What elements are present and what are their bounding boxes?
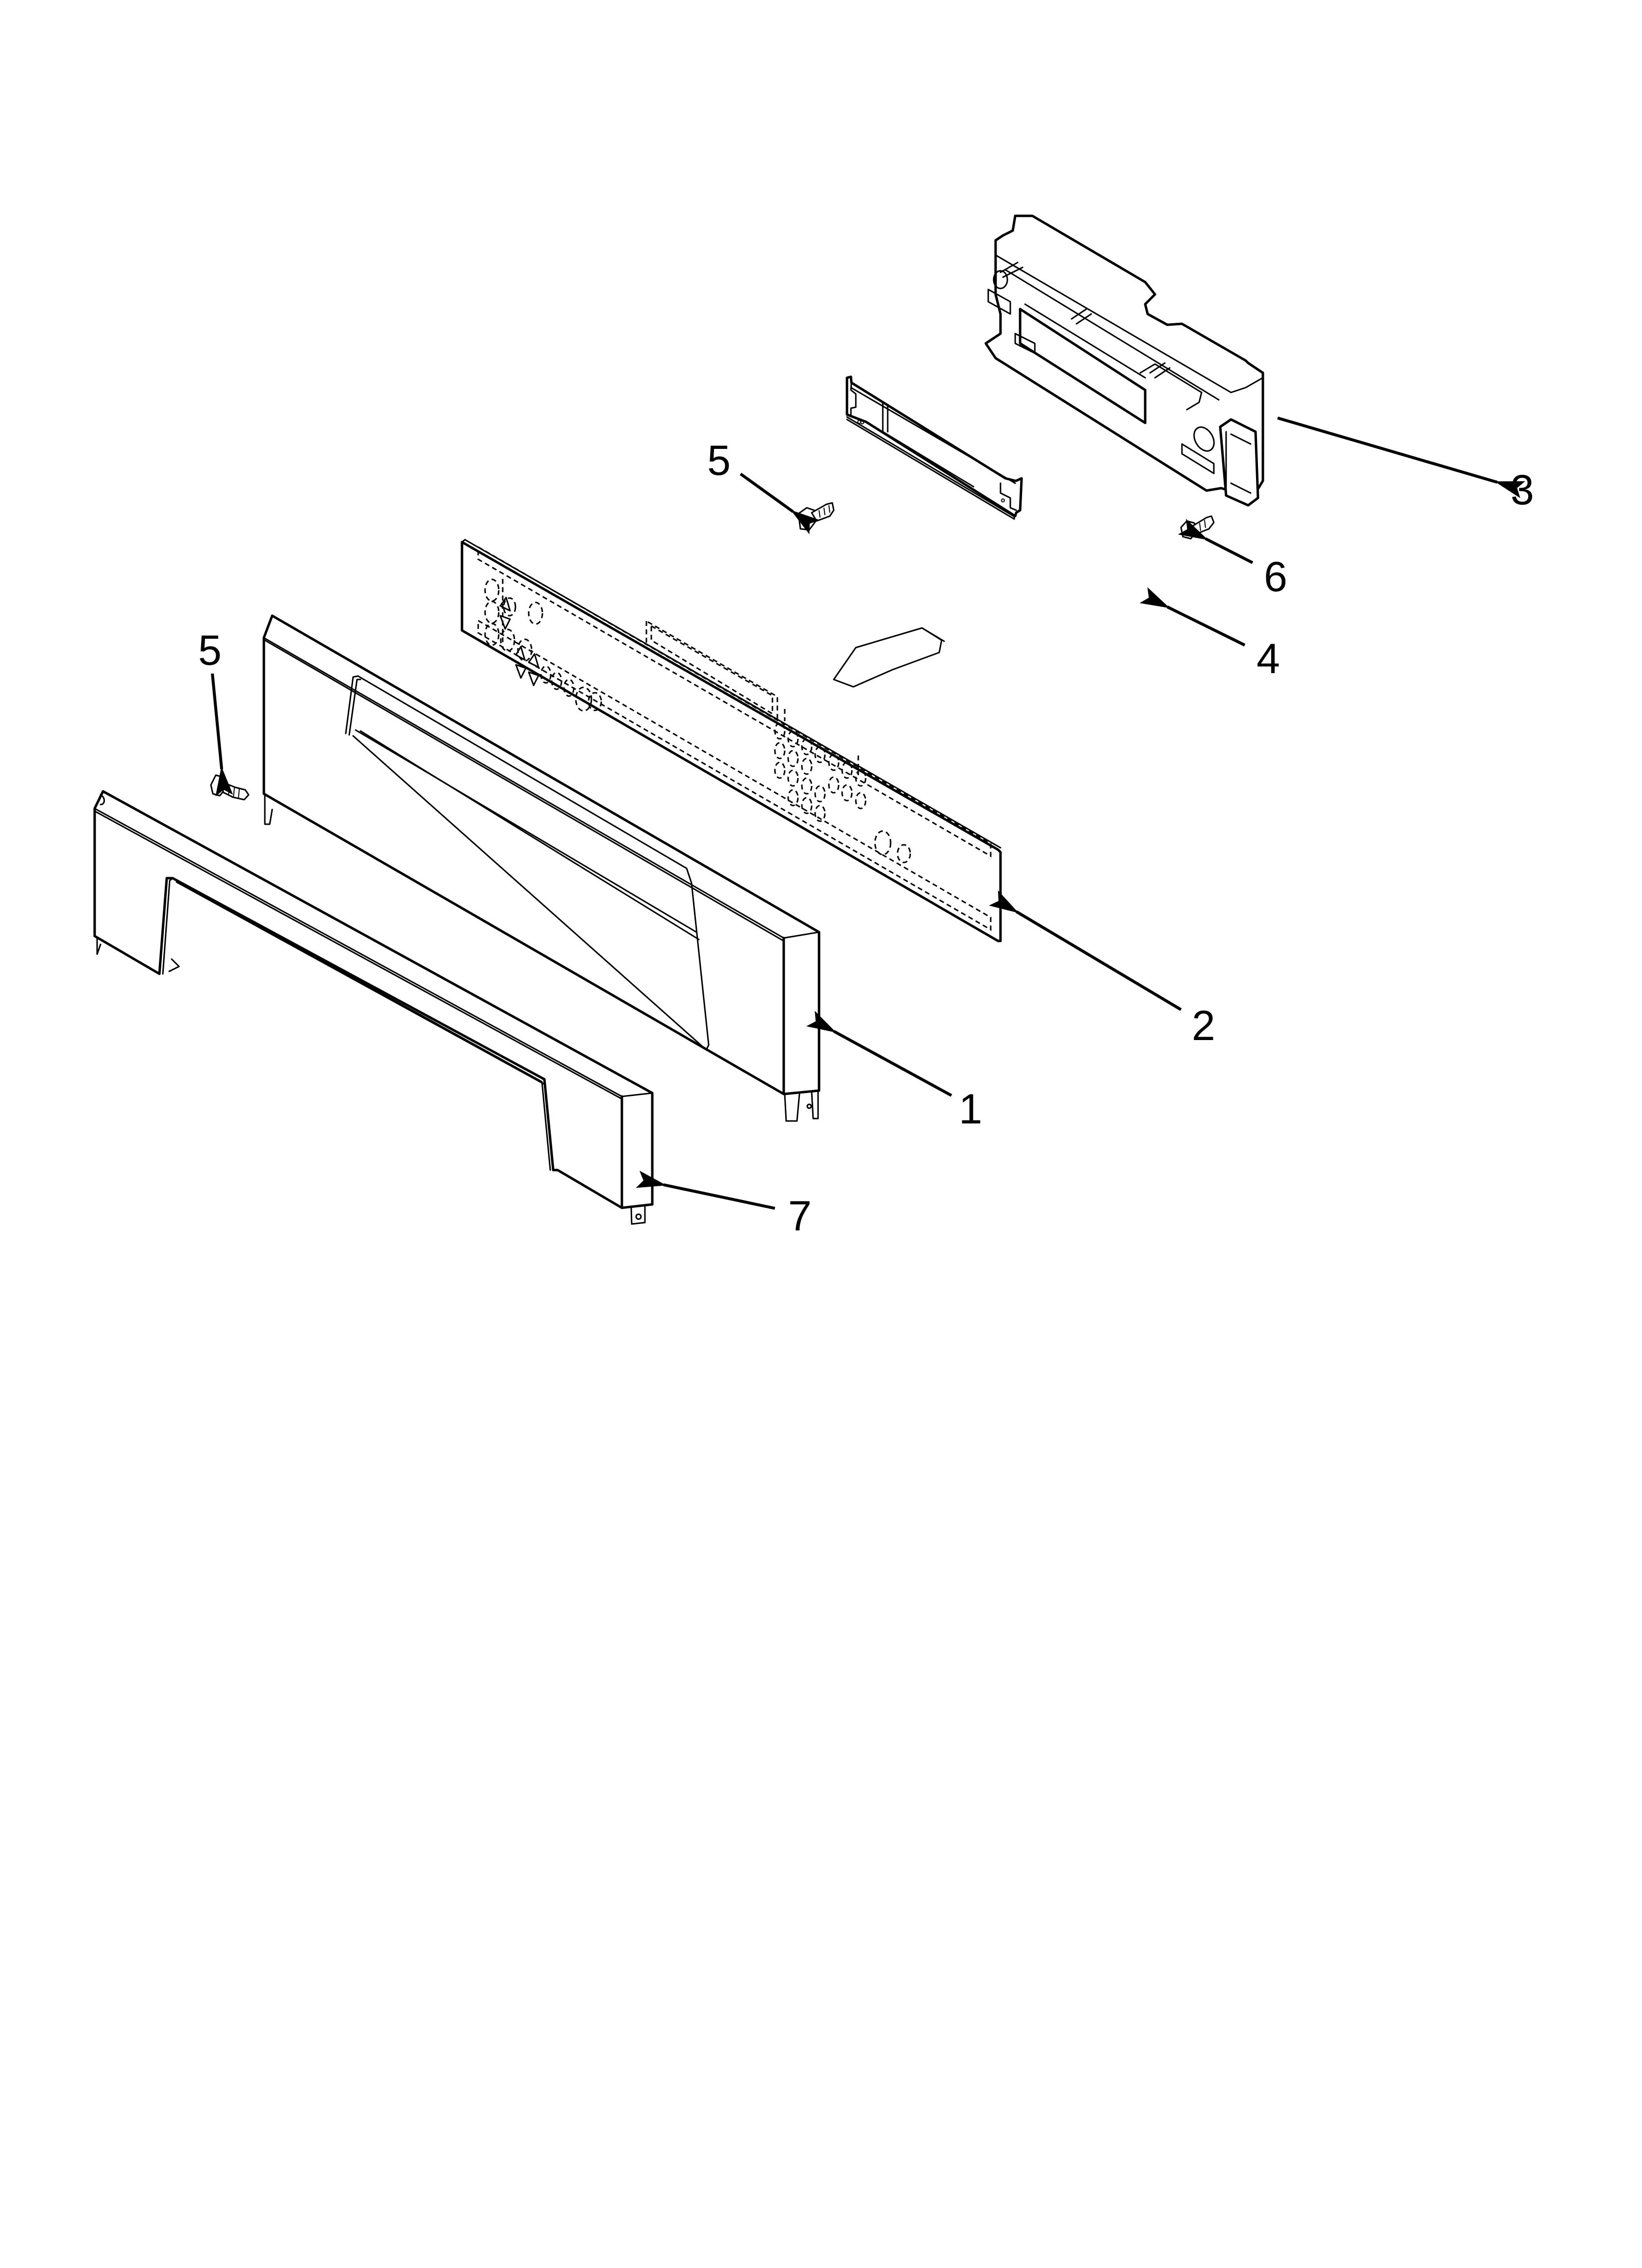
leader-2 xyxy=(989,890,1182,1011)
callout-4: 4 xyxy=(1257,635,1280,682)
leader-lines xyxy=(211,417,1525,1210)
callout-6: 6 xyxy=(1264,553,1287,600)
part-3-control-board xyxy=(984,214,1264,507)
part-6-screw xyxy=(1180,515,1215,540)
part-1-housing xyxy=(262,614,821,1122)
part-7-front-trim xyxy=(93,790,654,1225)
callout-7: 7 xyxy=(788,1193,812,1240)
leader-5-upper xyxy=(740,472,820,535)
part-4-mounting-bracket xyxy=(846,375,1023,520)
leader-5-left xyxy=(211,673,233,797)
part-5-screw-upper xyxy=(797,502,835,531)
leader-3 xyxy=(1277,417,1525,498)
leader-6 xyxy=(1178,519,1254,564)
callout-1: 1 xyxy=(959,1086,982,1133)
callout-5-upper: 5 xyxy=(707,437,731,484)
leader-1 xyxy=(806,1011,952,1097)
leader-4 xyxy=(1139,587,1246,647)
leader-7 xyxy=(636,1171,775,1210)
callout-3: 3 xyxy=(1511,467,1534,514)
part-5-screw-left xyxy=(210,774,250,801)
callout-2: 2 xyxy=(1192,1002,1215,1049)
part-2-touch-panel xyxy=(461,539,1002,942)
callout-5-left: 5 xyxy=(198,627,222,674)
